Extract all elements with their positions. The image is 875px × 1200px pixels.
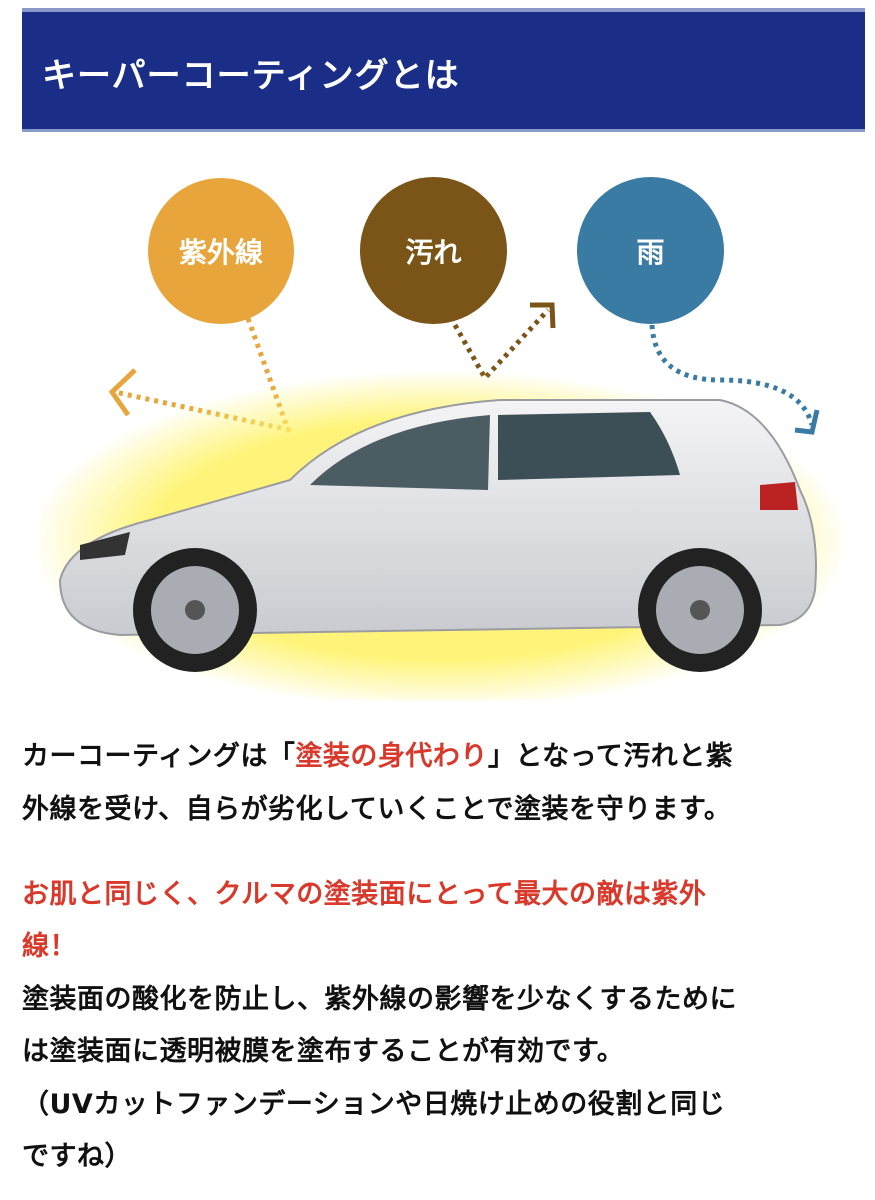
dirt-arrow xyxy=(452,302,556,383)
rear-wheel xyxy=(638,548,762,672)
highlight-heading: お肌と同じく、クルマの塗装面にとって最大の敵は紫外 xyxy=(22,879,707,910)
page-title: キーパーコーティングとは xyxy=(42,56,460,96)
front-wheel xyxy=(133,548,257,672)
rain-circle: 雨 xyxy=(577,177,724,324)
text-line: 塗装面の酸化を防止し、紫外線の影響を少なくするために xyxy=(22,984,737,1015)
text-line: カーコーティングは「塗装の身代わり」となって汚れと紫 xyxy=(22,734,733,773)
dirt-label: 汚れ xyxy=(405,235,462,269)
highlight-text: 塗装の身代わり xyxy=(295,741,488,772)
rain-label: 雨 xyxy=(636,235,665,269)
highlight-heading: 線！ xyxy=(22,931,77,962)
text-line: は塗装面に透明被膜を塗布することが有効です。 xyxy=(22,1036,625,1067)
text: カーコーティングは「 xyxy=(22,741,296,772)
coating-illustration: 紫外線 汚れ 雨 xyxy=(0,160,875,700)
text-line: （UVカットファンデーションや日焼け止めの役割と同じ xyxy=(22,1089,726,1120)
rain-arrow xyxy=(649,324,820,435)
text: 」となって汚れと紫 xyxy=(487,741,734,772)
text-line: ですね） xyxy=(22,1141,132,1172)
uv-label: 紫外線 xyxy=(178,236,263,269)
uv-circle: 紫外線 xyxy=(148,178,294,324)
text-line: 外線を受け、自らが劣化していくことで塗装を守ります。 xyxy=(22,794,732,825)
car-illustration xyxy=(30,302,850,700)
section-header: キーパーコーティングとは xyxy=(22,8,865,132)
dirt-circle: 汚れ xyxy=(360,177,507,324)
